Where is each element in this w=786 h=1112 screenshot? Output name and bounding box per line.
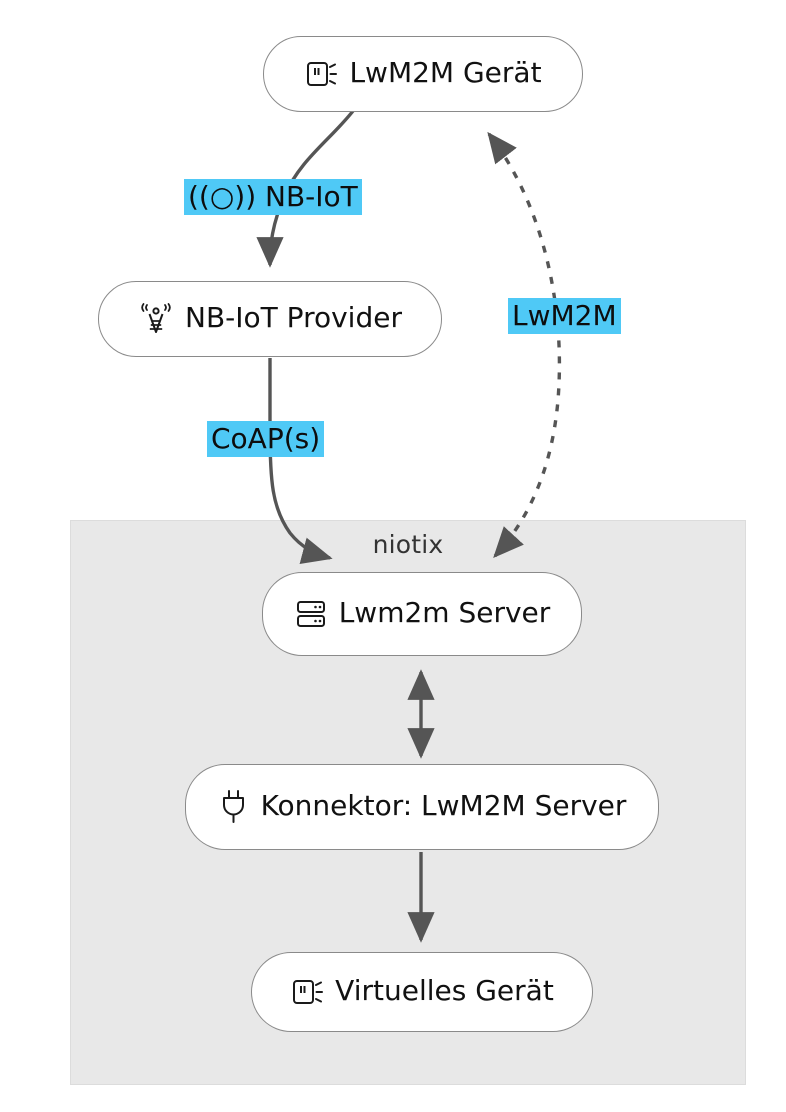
node-lwm2m-geraet[interactable]: LwM2M Gerät: [263, 36, 583, 112]
edge-label-coaps: CoAP(s): [207, 421, 325, 458]
node-konnektor-label: Konnektor: LwM2M Server: [260, 789, 627, 822]
plug-icon: [218, 789, 250, 825]
subgraph-niotix-label: niotix: [372, 530, 444, 559]
edge-label-lwm2m: LwM2M: [508, 298, 621, 335]
node-lwm2m-geraet-label: LwM2M Gerät: [349, 56, 542, 89]
device-signal-icon: [290, 975, 324, 1009]
server-icon: [294, 597, 328, 631]
node-lwm2m-server-label: Lwm2m Server: [338, 596, 551, 629]
node-nbiot-provider-label: NB-IoT Provider: [185, 301, 402, 334]
edge-label-nbiot: ((○)) NB-IoT: [184, 179, 362, 216]
cell-tower-icon: [138, 301, 174, 337]
node-virtuelles-geraet[interactable]: Virtuelles Gerät: [251, 952, 593, 1032]
edge-lwm2m-server-to-lwm2m-geraet: [487, 131, 562, 559]
node-konnektor[interactable]: Konnektor: LwM2M Server: [185, 764, 659, 850]
node-lwm2m-server[interactable]: Lwm2m Server: [262, 572, 582, 656]
node-virtuelles-geraet-label: Virtuelles Gerät: [335, 974, 554, 1007]
device-signal-icon: [304, 57, 338, 91]
node-nbiot-provider[interactable]: NB-IoT Provider: [98, 281, 442, 357]
